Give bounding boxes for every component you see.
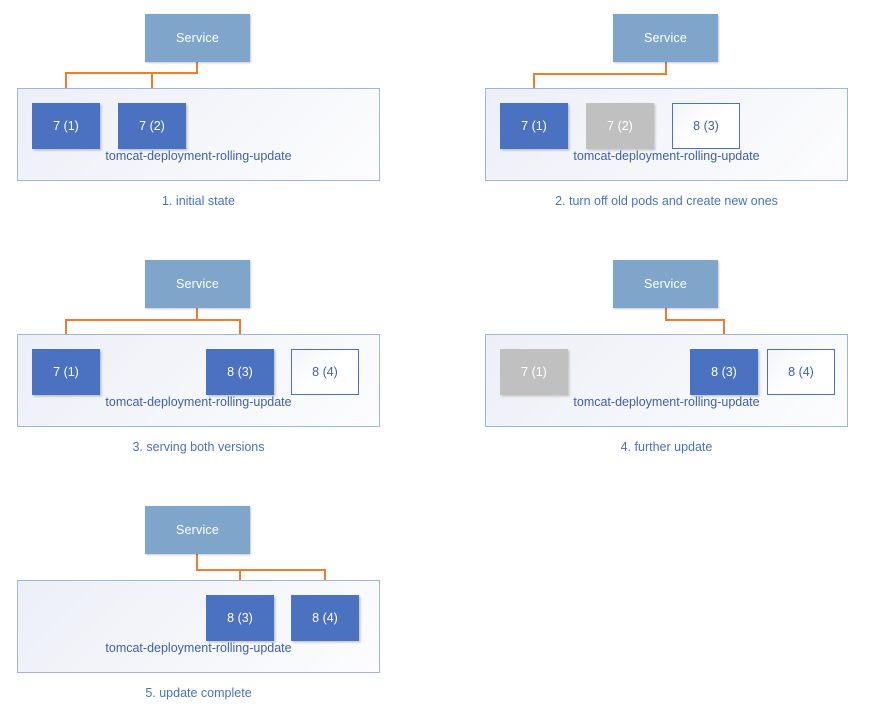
panel-3-service-node[interactable]: Service — [145, 260, 250, 308]
pod-label: 7 (1) — [521, 364, 547, 379]
panel-3-caption: 3. serving both versions — [132, 440, 265, 454]
panel-4-pod-1[interactable]: 8 (3) — [690, 349, 758, 395]
pod-label: 8 (3) — [693, 118, 719, 133]
panel-5-service-node[interactable]: Service — [145, 506, 250, 554]
panel-4-pod-0[interactable]: 7 (1) — [500, 349, 568, 395]
panel-2-service-node[interactable]: Service — [613, 14, 718, 62]
panel-2-pod-2[interactable]: 8 (3) — [672, 103, 740, 149]
pod-label: 7 (1) — [521, 118, 547, 133]
panel-3-pod-2[interactable]: 8 (4) — [291, 349, 359, 395]
pod-label: 8 (4) — [312, 364, 338, 379]
panel-1-pod-1[interactable]: 7 (2) — [118, 103, 186, 149]
pod-label: 7 (1) — [53, 118, 79, 133]
pod-label: 7 (2) — [139, 118, 165, 133]
pod-label: 8 (4) — [312, 610, 338, 625]
panel-5-deployment-label: tomcat-deployment-rolling-update — [105, 641, 292, 655]
service-label: Service — [643, 30, 688, 45]
panel-4-pod-2[interactable]: 8 (4) — [767, 349, 835, 395]
panel-2-pod-0[interactable]: 7 (1) — [500, 103, 568, 149]
panel-5-pod-1[interactable]: 8 (4) — [291, 595, 359, 641]
pod-label: 8 (3) — [227, 610, 253, 625]
service-label: Service — [643, 276, 688, 291]
panel-1-service-node[interactable]: Service — [145, 14, 250, 62]
pod-label: 7 (2) — [607, 118, 633, 133]
service-label: Service — [175, 276, 220, 291]
panel-1-pod-0[interactable]: 7 (1) — [32, 103, 100, 149]
pod-label: 8 (4) — [788, 364, 814, 379]
pod-label: 8 (3) — [227, 364, 253, 379]
panel-3-deployment-label: tomcat-deployment-rolling-update — [105, 395, 292, 409]
panel-5-caption: 5. update complete — [145, 686, 252, 700]
panel-2-deployment-label: tomcat-deployment-rolling-update — [573, 149, 760, 163]
panel-3-pod-0[interactable]: 7 (1) — [32, 349, 100, 395]
panel-4-deployment-label: tomcat-deployment-rolling-update — [573, 395, 760, 409]
panel-1-deployment-label: tomcat-deployment-rolling-update — [105, 149, 292, 163]
service-label: Service — [175, 522, 220, 537]
service-label: Service — [175, 30, 220, 45]
panel-5-pod-0[interactable]: 8 (3) — [206, 595, 274, 641]
panel-4-caption: 4. further update — [620, 440, 713, 454]
pod-label: 8 (3) — [711, 364, 737, 379]
panel-1-caption: 1. initial state — [162, 194, 235, 208]
panel-2-pod-1[interactable]: 7 (2) — [586, 103, 654, 149]
panel-2-caption: 2. turn off old pods and create new ones — [555, 194, 778, 208]
panel-4-service-node[interactable]: Service — [613, 260, 718, 308]
pod-label: 7 (1) — [53, 364, 79, 379]
panel-3-pod-1[interactable]: 8 (3) — [206, 349, 274, 395]
